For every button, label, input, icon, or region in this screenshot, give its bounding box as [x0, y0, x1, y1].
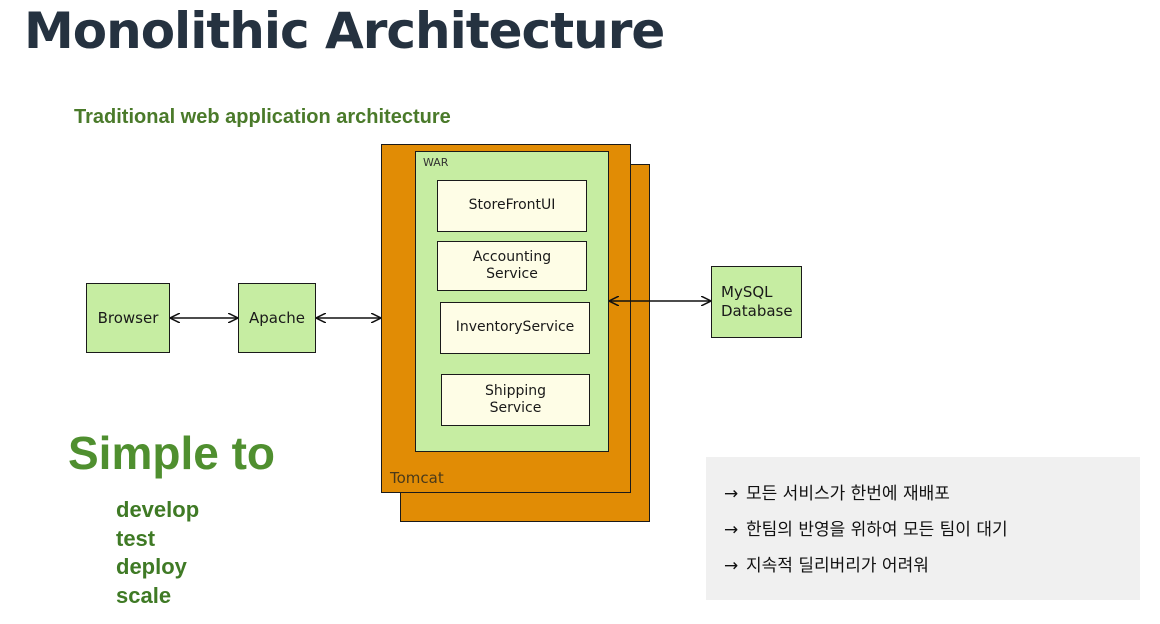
mysql-database-box: MySQL Database — [711, 266, 802, 338]
simple-to-heading: Simple to — [68, 427, 276, 479]
simple-to-list: develop test deploy scale — [116, 496, 199, 610]
arrow-right-icon: → — [724, 520, 739, 540]
drawback-text: 지속적 딜리버리가 어려워 — [746, 556, 929, 576]
accounting-service-box: Accounting Service — [437, 241, 587, 291]
drawback-item: → 모든 서비스가 한번에 재배포 — [724, 482, 1140, 518]
simple-to-item: scale — [116, 582, 172, 608]
apache-box: Apache — [238, 283, 316, 353]
drawback-item: → 지속적 딜리버리가 어려워 — [724, 554, 1140, 590]
browser-box: Browser — [86, 283, 170, 353]
storefront-ui-box: StoreFrontUI — [437, 180, 587, 232]
page-title: Monolithic Architecture — [24, 2, 665, 60]
inventory-service-box: InventoryService — [440, 302, 590, 354]
simple-to-item: test — [116, 525, 156, 551]
accounting-service-label: Accounting Service — [472, 248, 552, 283]
arrow-right-icon: → — [724, 556, 739, 576]
war-label: WAR — [423, 156, 449, 169]
simple-to-item: deploy — [116, 554, 187, 579]
drawback-item: → 한팀의 반영을 위하여 모든 팀이 대기 — [724, 518, 1140, 554]
drawback-text: 한팀의 반영을 위하여 모든 팀이 대기 — [746, 520, 1008, 540]
arrow-right-icon: → — [724, 484, 739, 504]
tomcat-label: Tomcat — [390, 469, 444, 487]
diagram-subtitle: Traditional web application architecture — [74, 106, 451, 128]
drawback-text: 모든 서비스가 한번에 재배포 — [746, 484, 950, 504]
drawbacks-panel: → 모든 서비스가 한번에 재배포 → 한팀의 반영을 위하여 모든 팀이 대기 →… — [706, 457, 1140, 600]
simple-to-item: develop — [116, 497, 200, 522]
shipping-service-box: Shipping Service — [441, 374, 590, 426]
mysql-database-label: MySQL Database — [721, 283, 793, 320]
shipping-service-label: Shipping Service — [484, 382, 547, 417]
